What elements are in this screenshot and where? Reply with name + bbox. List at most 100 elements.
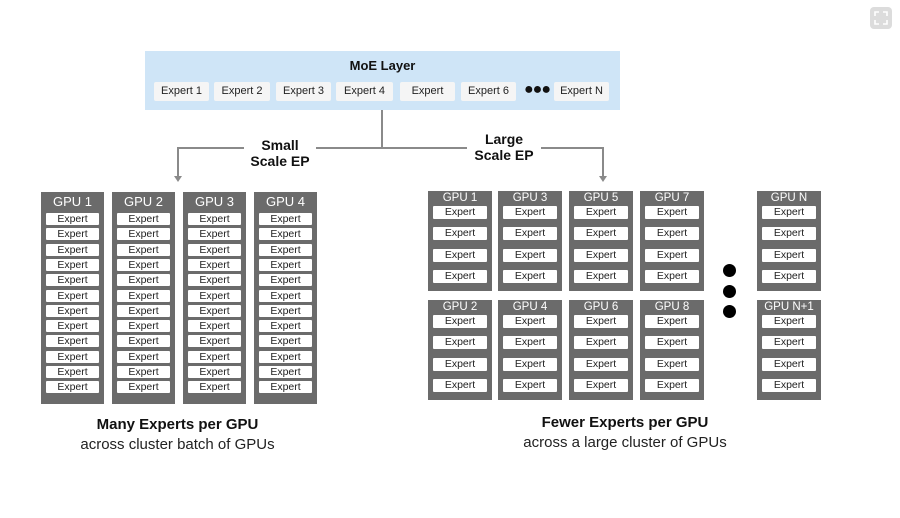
expert-chip: Expert: [503, 336, 557, 350]
expert-chip: Expert: [117, 320, 170, 333]
gpu-title: GPU 3: [512, 192, 548, 204]
gpu-title: GPU 2: [442, 301, 478, 313]
expert-chip: Expert: [433, 248, 487, 262]
expert-chip: Expert: [259, 320, 312, 333]
expert-chip: Expert: [503, 357, 557, 371]
expert-chip: Expert: [433, 357, 487, 371]
moe-expert-chip: Expert 2: [214, 82, 270, 101]
expert-chip: Expert: [762, 336, 816, 350]
moe-expert-chip: Expert 6: [461, 82, 516, 101]
expert-chip: Expert: [259, 258, 312, 271]
expert-chip: Expert: [188, 228, 241, 241]
expert-chip: Expert: [503, 378, 557, 392]
expert-chip: Expert: [117, 350, 170, 363]
expert-chip: Expert: [188, 289, 241, 302]
expert-chip: Expert: [645, 378, 699, 392]
expert-chip: Expert: [574, 248, 628, 262]
expert-chip: Expert: [645, 227, 699, 241]
expert-chip: Expert: [433, 315, 487, 328]
expert-chip: Expert: [46, 320, 99, 333]
expert-chip: Expert: [503, 269, 557, 283]
expert-chip: Expert: [188, 258, 241, 271]
expert-chip: Expert: [574, 227, 628, 241]
expert-chip: Expert: [645, 206, 699, 219]
expert-chip: Expert: [188, 366, 241, 378]
small-ep-label-line1: Small: [261, 137, 299, 153]
expert-chip: Expert: [574, 269, 628, 283]
ellipsis-dot: [723, 264, 736, 277]
gpu-title: GPU 1: [442, 192, 478, 204]
expert-chip: Expert: [46, 243, 99, 256]
expert-chip: Expert: [645, 315, 699, 328]
expert-chip: Expert: [117, 258, 170, 271]
expert-chip: Expert: [188, 213, 241, 225]
expert-chip: Expert: [574, 378, 628, 392]
gpu-title: GPU 7: [654, 192, 690, 204]
gpu-title: GPU N: [770, 192, 808, 204]
expert-chip: Expert: [762, 227, 816, 241]
expand-button[interactable]: [870, 7, 892, 29]
expert-chip: Expert: [433, 206, 487, 219]
expert-chip: Expert: [259, 274, 312, 287]
small-ep-caption-title: Many Experts per GPU: [96, 416, 259, 433]
expert-chip: Expert: [117, 335, 170, 348]
gpu-title: GPU 6: [583, 301, 619, 313]
small-ep-label-line2: Scale EP: [250, 153, 310, 169]
expert-chip: Expert: [503, 248, 557, 262]
expert-chip: Expert: [259, 366, 312, 378]
expert-chip: Expert: [503, 227, 557, 241]
expert-chip: Expert: [433, 336, 487, 350]
expert-chip: Expert: [117, 213, 170, 225]
expert-chip: Expert: [259, 228, 312, 241]
expert-chip: Expert: [762, 269, 816, 283]
expert-chip: Expert: [188, 243, 241, 256]
expert-chip: Expert: [46, 289, 99, 302]
expert-chip: Expert: [46, 213, 99, 225]
expert-chip: Expert: [433, 269, 487, 283]
expert-chip: Expert: [259, 304, 312, 317]
expert-chip: Expert: [574, 315, 628, 328]
expert-chip: Expert: [259, 381, 312, 394]
arrowhead-small-ep: [174, 176, 182, 182]
expert-chip: Expert: [46, 335, 99, 348]
expert-chip: Expert: [188, 320, 241, 333]
expert-chip: Expert: [259, 289, 312, 302]
arrowhead-large-ep: [599, 176, 607, 182]
expert-chip: Expert: [188, 274, 241, 287]
expert-chip: Expert: [46, 381, 99, 394]
expert-chip: Expert: [433, 227, 487, 241]
expert-chip: Expert: [117, 289, 170, 302]
expert-chip: Expert: [117, 274, 170, 287]
connector-left-drop: [177, 147, 179, 177]
expert-chip: Expert: [574, 336, 628, 350]
expert-chip: Expert: [433, 378, 487, 392]
connector-trunk: [381, 110, 383, 148]
expert-chip: Expert: [574, 357, 628, 371]
expert-chip: Expert: [259, 243, 312, 256]
expert-chip: Expert: [503, 315, 557, 328]
expert-chip: Expert: [762, 378, 816, 392]
expert-chip: Expert: [46, 274, 99, 287]
expert-chip: Expert: [188, 350, 241, 363]
expert-chip: Expert: [46, 366, 99, 378]
small-ep-caption-subtitle: across cluster batch of GPUs: [80, 436, 275, 453]
moe-expert-chip: Expert 4: [336, 82, 393, 101]
expert-chip: Expert: [503, 206, 557, 219]
expert-chip: Expert: [117, 304, 170, 317]
small-scale-ep-label: Small Scale EP: [244, 137, 316, 169]
moe-layer-title: MoE Layer: [349, 58, 416, 73]
expert-chip: Expert: [762, 206, 816, 219]
expert-chip: Expert: [645, 248, 699, 262]
expert-chip: Expert: [46, 350, 99, 363]
